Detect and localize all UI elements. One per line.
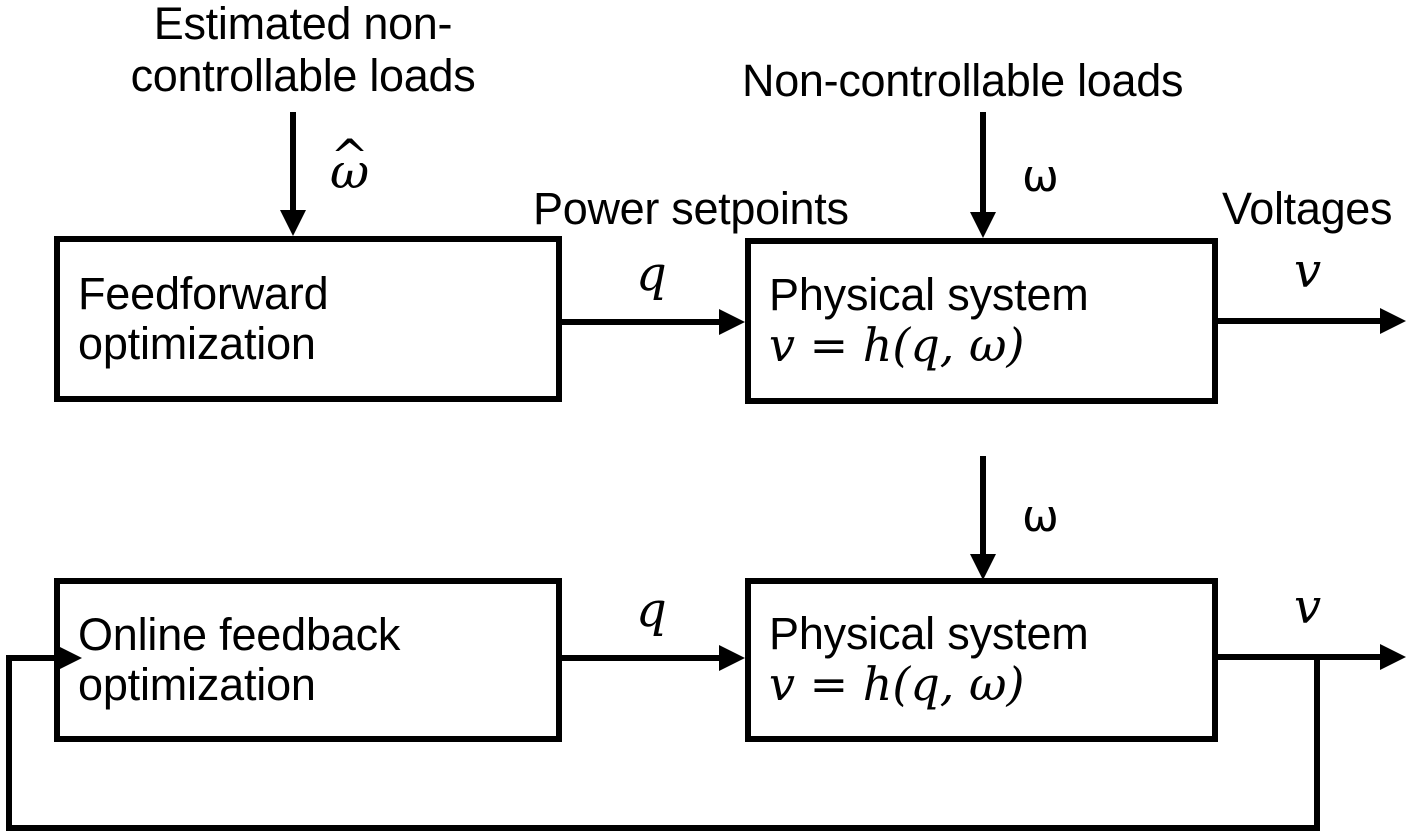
omega-arrow-shaft-row1 [980,112,986,216]
v-symbol-row1: v [1294,243,1322,299]
hat-accent-icon: ^ [330,130,369,184]
estimated-noncontrollable-loads-line1: Estimated non- [153,0,453,49]
v-arrow-shaft-row1 [1212,318,1386,324]
q-arrow-head-row2 [719,645,745,671]
physical-system-block-row1[interactable]: Physical system v = h(q, ω) [745,238,1218,404]
omega-hat-glyph: ω [330,144,370,200]
online-feedback-optimization-line1: Online feedback [78,608,401,660]
omega-arrow-shaft-row2 [980,456,986,558]
omega-arrow-head-row1 [970,212,996,238]
physical-system-line1-row2: Physical system [769,608,1089,660]
voltages-label: Voltages [1222,183,1393,234]
estimated-noncontrollable-loads-label: Estimated non- controllable loads [88,0,518,102]
noncontrollable-loads-label: Non-controllable loads [742,55,1184,106]
physical-system-equation-row1: v = h(q, ω) [769,318,1025,373]
q-symbol-row2: q [636,582,667,638]
physical-system-block-row2[interactable]: Physical system v = h(q, ω) [745,578,1218,742]
estimated-noncontrollable-loads-line2: controllable loads [130,49,476,101]
power-setpoints-label: Power setpoints [533,183,849,234]
feedback-loop-left-segment [6,655,12,831]
omega-hat-arrow-shaft [290,112,296,214]
omega-hat-symbol: ^ ω [330,134,369,196]
q-arrow-head-row1 [719,309,745,335]
q-arrow-shaft-row1 [562,319,728,325]
v-symbol-row2: v [1294,579,1322,635]
feedback-loop-arrow-head [56,645,82,671]
v-arrow-shaft-row2 [1212,654,1386,660]
feedforward-optimization-line2: optimization [78,318,316,369]
online-feedback-optimization-line2: optimization [78,659,316,710]
omega-arrow-head-row2 [970,554,996,580]
q-arrow-shaft-row2 [562,655,728,661]
v-arrow-head-row2 [1380,644,1406,670]
online-feedback-optimization-block[interactable]: Online feedback optimization [54,578,562,742]
feedback-loop-entry-segment [6,655,68,661]
feedback-loop-right-segment [1314,654,1320,831]
physical-system-equation-row2: v = h(q, ω) [769,657,1025,712]
omega-symbol-row1: ω [1022,151,1059,202]
feedforward-optimization-line1: Feedforward [78,267,329,319]
feedforward-optimization-block[interactable]: Feedforward optimization [54,236,562,402]
omega-symbol-row2: ω [1022,491,1059,542]
feedback-loop-bottom-segment [6,825,1320,831]
physical-system-line1-row1: Physical system [769,269,1089,321]
q-symbol-row1: q [636,246,667,302]
omega-hat-arrow-head [280,210,306,236]
v-arrow-head-row1 [1380,308,1406,334]
